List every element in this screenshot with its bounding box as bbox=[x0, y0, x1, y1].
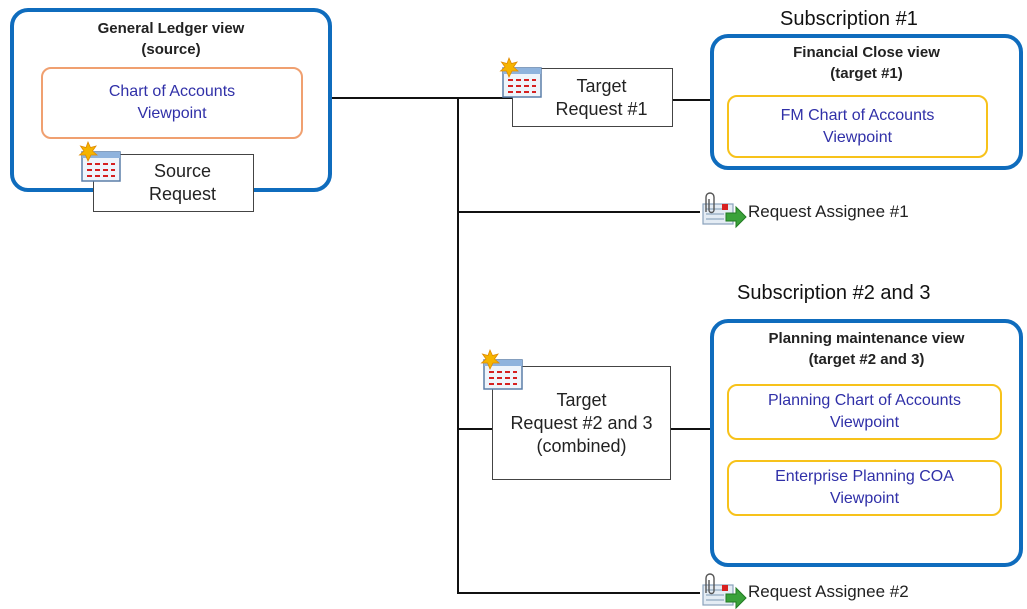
request-icon bbox=[78, 140, 121, 182]
connector-target1-to-view bbox=[672, 99, 712, 101]
connector-assignee1 bbox=[457, 211, 700, 213]
request-icon bbox=[499, 56, 542, 98]
enterprise-viewpoint-label: Enterprise Planning COA Viewpoint bbox=[775, 468, 954, 507]
enterprise-planning-coa-viewpoint[interactable]: Enterprise Planning COA Viewpoint bbox=[727, 460, 1002, 516]
planning-chart-of-accounts-viewpoint[interactable]: Planning Chart of Accounts Viewpoint bbox=[727, 384, 1002, 440]
subscription1-heading: Subscription #1 bbox=[780, 8, 918, 30]
request-assignee-2[interactable]: Request Assignee #2 bbox=[748, 582, 909, 601]
target-request-1-label: Target Request #1 bbox=[555, 75, 648, 119]
request-icon bbox=[480, 348, 523, 390]
planning-maintenance-view-title: Planning maintenance view (target #2 and… bbox=[768, 330, 965, 368]
assignee-icon bbox=[702, 192, 747, 229]
source-view[interactable]: General Ledger view (source) Chart of Ac… bbox=[10, 8, 332, 192]
fm-chart-of-accounts-viewpoint[interactable]: FM Chart of Accounts Viewpoint bbox=[727, 95, 988, 158]
financial-close-view-title: Financial Close view (target #1) bbox=[793, 44, 940, 82]
fm-viewpoint-label: FM Chart of Accounts Viewpoint bbox=[780, 106, 935, 146]
connector-trunk-to-target2 bbox=[457, 428, 492, 430]
connector-source-to-trunk bbox=[330, 97, 512, 99]
source-view-title: General Ledger view (source) bbox=[97, 20, 245, 58]
target-request-2-label: Target Request #2 and 3 (combined) bbox=[510, 389, 653, 456]
connector-assignee2 bbox=[457, 592, 700, 594]
source-request-label: Source Request bbox=[148, 161, 217, 204]
subscription2-heading: Subscription #2 and 3 bbox=[737, 282, 931, 304]
source-viewpoint[interactable]: Chart of Accounts Viewpoint bbox=[41, 67, 303, 139]
connector-target2-to-view bbox=[670, 428, 712, 430]
assignee-icon bbox=[702, 573, 747, 609]
planning-maintenance-view[interactable]: Planning maintenance view (target #2 and… bbox=[710, 319, 1023, 567]
planning-viewpoint-label: Planning Chart of Accounts Viewpoint bbox=[767, 392, 961, 431]
source-request[interactable]: Source Request bbox=[93, 154, 254, 212]
financial-close-view[interactable]: Financial Close view (target #1) FM Char… bbox=[710, 34, 1023, 170]
connector-trunk-vertical bbox=[457, 97, 459, 594]
request-assignee-1[interactable]: Request Assignee #1 bbox=[748, 202, 909, 221]
source-viewpoint-label: Chart of Accounts Viewpoint bbox=[108, 83, 236, 122]
